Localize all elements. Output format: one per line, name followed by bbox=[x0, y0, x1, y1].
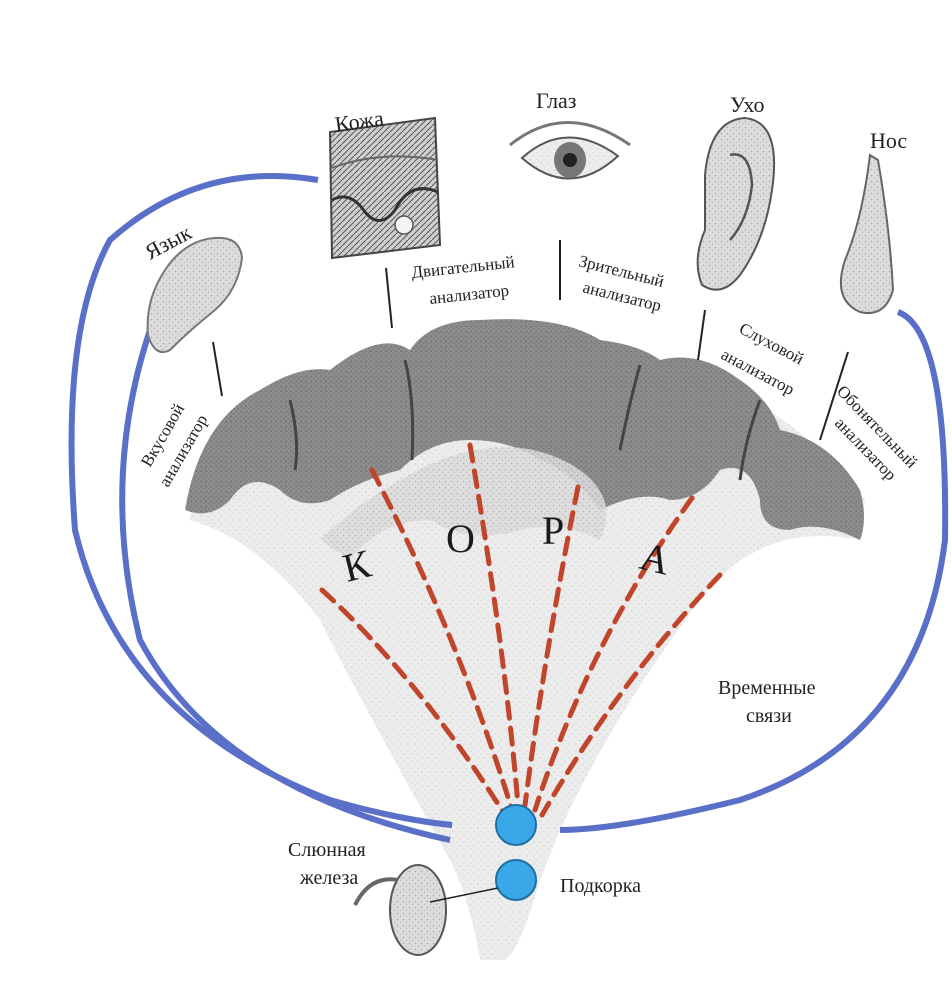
ear-pointer-line bbox=[698, 310, 705, 360]
cortex-letter-r: Р bbox=[542, 508, 564, 553]
ear-illustration bbox=[698, 118, 774, 290]
cortex-letter-o: О bbox=[446, 516, 475, 561]
eye-label: Глаз bbox=[536, 88, 577, 113]
skin-pointer-line bbox=[386, 268, 392, 328]
nose-illustration bbox=[841, 155, 893, 313]
salivary-gland-label-line1: Слюнная bbox=[288, 839, 366, 861]
temporary-links-label-line2: связи bbox=[746, 705, 792, 727]
nose-label: Нос bbox=[870, 128, 907, 153]
salivary-gland-illustration bbox=[390, 865, 446, 955]
motor-analyzer-line1: Двигательный bbox=[410, 252, 515, 282]
skin-illustration bbox=[330, 118, 440, 258]
subcortex-node-upper bbox=[496, 805, 536, 845]
motor-analyzer-line2: анализатор bbox=[428, 281, 510, 308]
subcortex-label: Подкорка bbox=[560, 875, 641, 897]
subcortex-node-lower bbox=[496, 860, 536, 900]
ear-label: Ухо bbox=[730, 92, 765, 117]
tongue-pointer-line bbox=[213, 342, 222, 396]
salivary-gland-label-line2: железа bbox=[299, 867, 358, 889]
eye-illustration bbox=[510, 123, 630, 179]
temporary-links-label-line1: Временные bbox=[718, 677, 816, 699]
